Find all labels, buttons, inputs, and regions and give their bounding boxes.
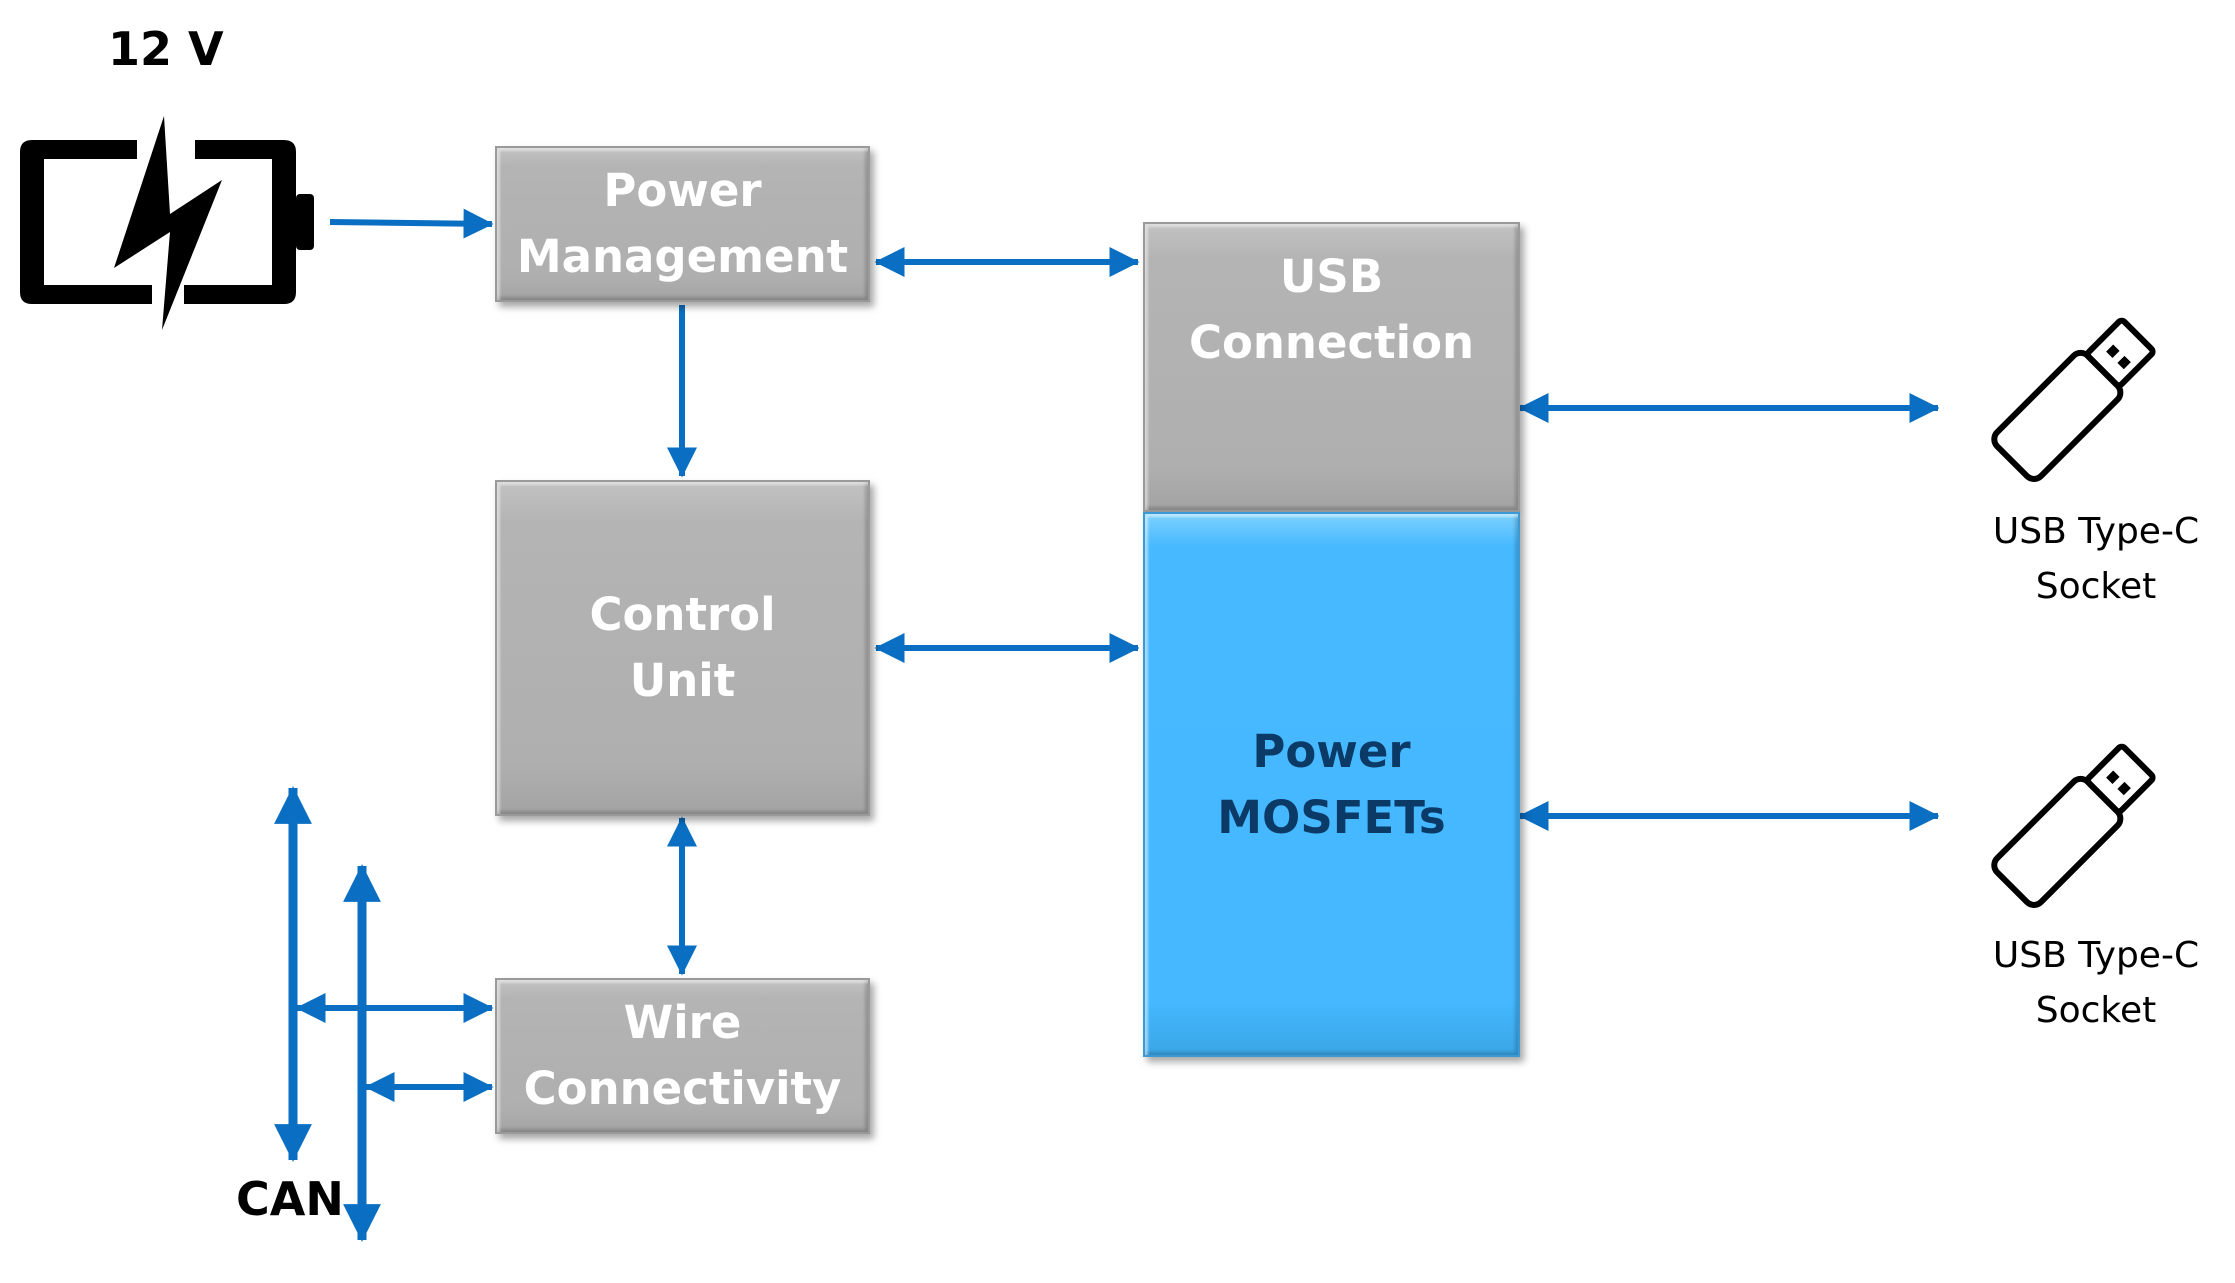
usb-stick-icon	[1991, 317, 2156, 482]
battery-charging-icon	[20, 116, 314, 330]
voltage-label: 12 V	[108, 22, 224, 76]
power-mosfets-label-line2: MOSFETs	[1217, 790, 1446, 844]
usb-connection-label-line1: USB	[1279, 250, 1384, 303]
usb-connection-block: USB Connection	[1143, 222, 1520, 512]
wire-connectivity-block: Wire Connectivity	[495, 978, 870, 1134]
socket-1-label-line2: Socket	[2035, 566, 2157, 607]
power-management-block: Power Management	[495, 146, 870, 302]
power-management-label-line2: Management	[516, 230, 849, 283]
socket-2-label-line2: Socket	[2035, 990, 2157, 1031]
usb-connection-label-line2: Connection	[1188, 316, 1475, 369]
arrow-battery-to-power-management	[329, 208, 494, 239]
socket-2-label: USB Type-C Socket	[1966, 928, 2226, 1038]
control-unit-label-line1: Control	[589, 588, 776, 641]
power-mosfets-block: Power MOSFETs	[1143, 512, 1520, 1057]
socket-1-label-line1: USB Type-C	[1992, 511, 2200, 552]
power-mosfets-label-line1: Power	[1252, 724, 1411, 778]
control-unit-label-line2: Unit	[629, 654, 736, 707]
control-unit-block: Control Unit	[495, 480, 870, 816]
socket-1-label: USB Type-C Socket	[1966, 504, 2226, 614]
power-management-label-line1: Power	[603, 164, 762, 217]
wire-connectivity-label-line1: Wire	[623, 996, 742, 1049]
usb-stick-icon	[1991, 743, 2156, 908]
wire-connectivity-label-line2: Connectivity	[523, 1062, 842, 1115]
socket-2-label-line1: USB Type-C	[1992, 935, 2200, 976]
can-label: CAN	[236, 1172, 344, 1226]
